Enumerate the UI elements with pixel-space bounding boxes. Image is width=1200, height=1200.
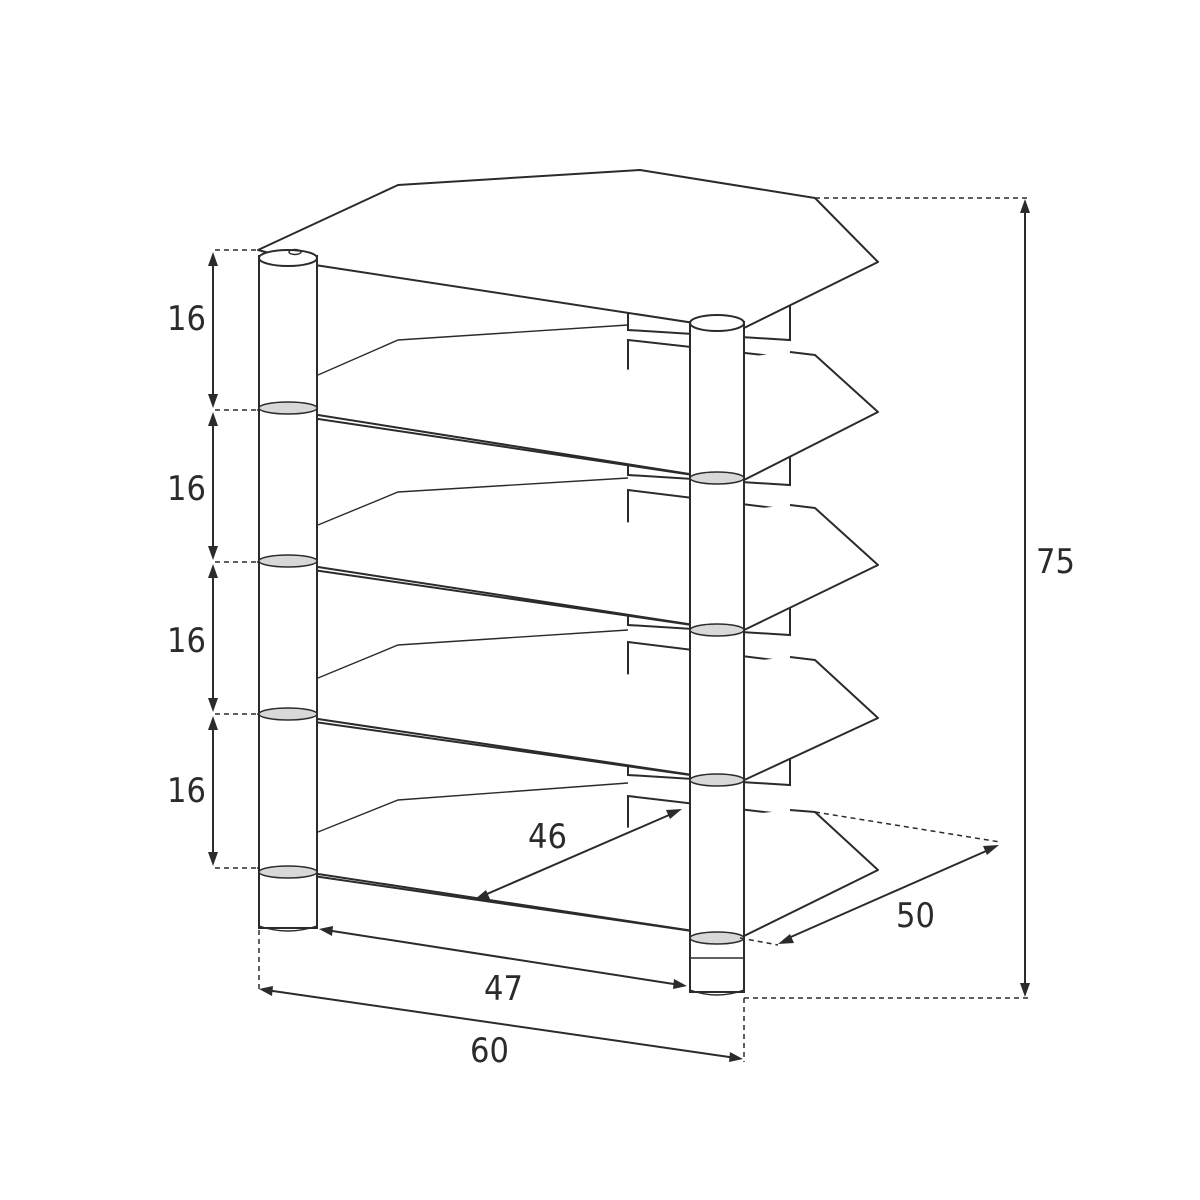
spacing-label-3: 16 — [167, 621, 206, 661]
outer-width-arrow — [265, 989, 737, 1059]
outer-width-label: 60 — [470, 1031, 509, 1071]
spacing-label-4: 16 — [167, 771, 206, 811]
dimension-labels: 16 16 16 16 75 50 46 47 60 — [167, 299, 1075, 1071]
spacing-label-2: 16 — [167, 469, 206, 509]
shelf-top — [257, 169, 879, 331]
shelf-bottom — [257, 809, 879, 939]
inner-width-label: 47 — [484, 969, 523, 1009]
depth-arrow — [783, 847, 994, 941]
height-label: 75 — [1036, 542, 1075, 582]
diagonal-label: 46 — [528, 817, 567, 857]
left-post — [258, 248, 318, 932]
diagonal-arrow — [479, 811, 677, 898]
glass-shelves — [257, 169, 879, 939]
inner-width-arrow — [325, 929, 681, 986]
depth-label: 50 — [896, 896, 935, 936]
dimension-lines — [208, 197, 1030, 1062]
spacing-label-1: 16 — [167, 299, 206, 339]
right-post — [689, 314, 745, 996]
